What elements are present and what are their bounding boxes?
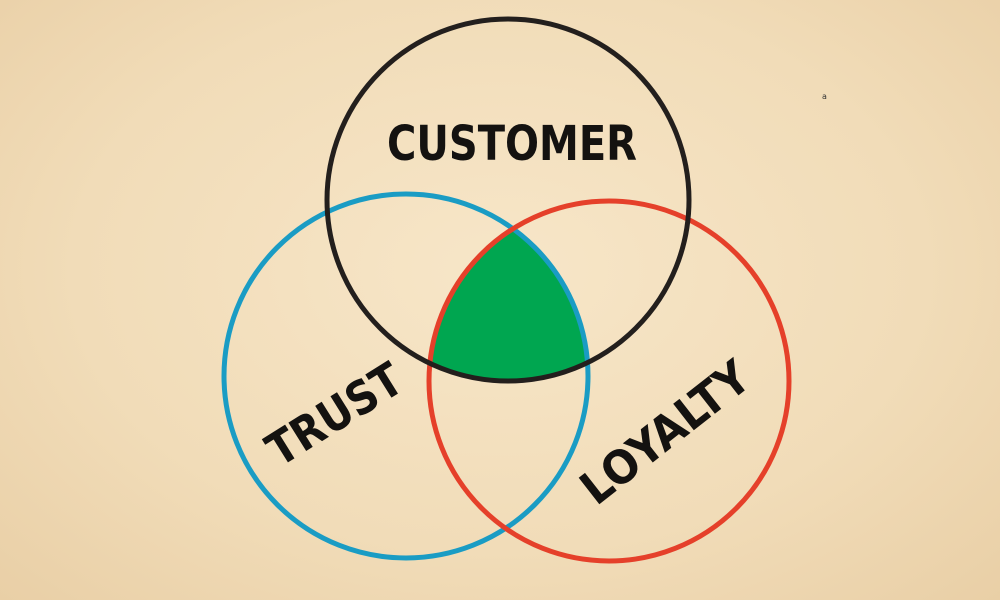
trust-circle — [221, 191, 591, 561]
loyalty-label: LOYALTY — [570, 349, 761, 515]
customer-label: CUSTOMER — [387, 116, 637, 172]
trust-label: TRUST — [257, 352, 413, 478]
corner-mark: a — [822, 92, 827, 101]
customer-circle — [324, 16, 692, 384]
loyalty-circle — [426, 198, 792, 564]
intersection-region — [429, 201, 588, 381]
